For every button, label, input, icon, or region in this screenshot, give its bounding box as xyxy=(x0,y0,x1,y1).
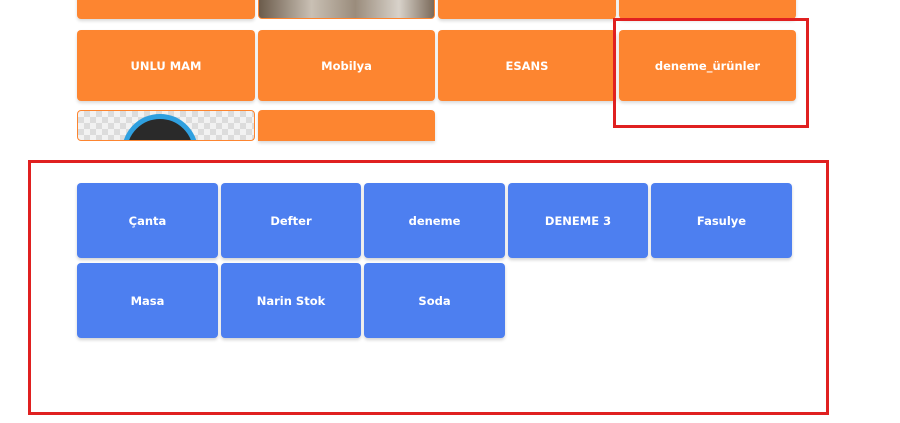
category-tile-unlu-mam[interactable]: UNLU MAM xyxy=(77,30,255,101)
category-tile-partial-4[interactable] xyxy=(619,0,796,19)
category-tile-mobilya[interactable]: Mobilya xyxy=(258,30,435,101)
highlight-box-products xyxy=(28,160,829,415)
product-tile-narin-stok[interactable]: Narin Stok xyxy=(221,263,361,338)
product-tile-canta[interactable]: Çanta xyxy=(77,183,218,258)
category-tile-deneme-urunler[interactable]: deneme_ürünler xyxy=(619,30,796,101)
category-tile-partial-row3[interactable] xyxy=(258,110,435,141)
category-tile-partial-3[interactable] xyxy=(438,0,616,19)
category-image-tile-partial[interactable] xyxy=(258,0,435,19)
category-image-tile-logo[interactable] xyxy=(77,110,255,141)
product-tile-deneme-3[interactable]: DENEME 3 xyxy=(508,183,648,258)
product-tile-soda[interactable]: Soda xyxy=(364,263,505,338)
product-tile-defter[interactable]: Defter xyxy=(221,183,361,258)
category-tile-esans[interactable]: ESANS xyxy=(438,30,616,101)
product-tile-deneme[interactable]: deneme xyxy=(364,183,505,258)
logo-circle-icon xyxy=(122,114,198,140)
product-tile-fasulye[interactable]: Fasulye xyxy=(651,183,792,258)
category-tile-partial-1[interactable] xyxy=(77,0,255,19)
product-tile-masa[interactable]: Masa xyxy=(77,263,218,338)
highlight-box-category xyxy=(613,18,809,128)
furniture-image xyxy=(259,0,434,18)
